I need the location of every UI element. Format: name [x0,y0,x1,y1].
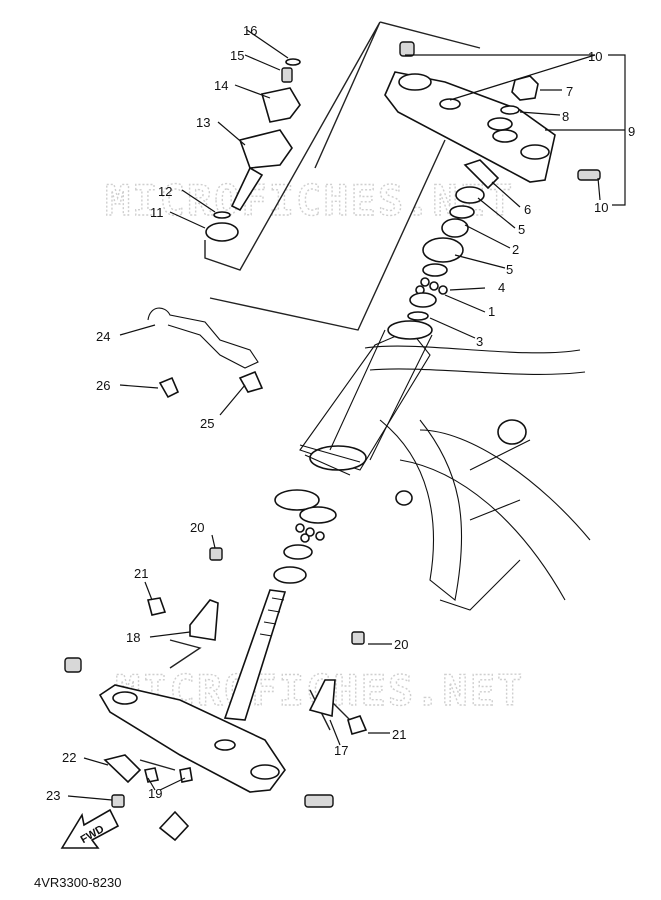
callout-16: 16 [243,23,257,38]
callout-20b: 20 [394,637,408,652]
callout-labels: 1 2 3 4 5 5 6 7 8 9 10 10 11 12 13 14 15… [46,23,635,803]
callout-4: 4 [498,280,505,295]
handlebar-holder-assembly [205,58,301,242]
steering-stem [223,489,337,721]
fwd-arrow-badge: FWD [60,808,120,849]
callout-6: 6 [524,202,531,217]
lower-group-frame [139,639,351,771]
frame-body [299,320,591,611]
callout-5a: 5 [518,222,525,237]
cable-guide-bracket [147,307,264,399]
diagram-code: 4VR3300-8230 [34,875,121,890]
lower-bracket [64,657,334,808]
callout-26: 26 [96,378,110,393]
callout-20a: 20 [190,520,204,535]
callout-8: 8 [562,109,569,124]
callout-13: 13 [196,115,210,130]
callout-24: 24 [96,329,110,344]
callout-10b: 10 [594,200,608,215]
callout-21a: 21 [134,566,148,581]
callout-2: 2 [512,242,519,257]
callout-19: 19 [148,786,162,801]
callout-22: 22 [62,750,76,765]
upper-stack-parts [399,41,601,321]
callout-9: 9 [628,124,635,139]
leader-lines [67,29,626,801]
watermark-top: MICROFICHES.NET [105,176,514,225]
callout-25: 25 [200,416,214,431]
upper-bracket [384,71,556,183]
callout-15: 15 [230,48,244,63]
callout-7: 7 [566,84,573,99]
callout-5b: 5 [506,262,513,277]
lower-fittings [103,547,368,842]
callout-12: 12 [158,184,172,199]
callout-23: 23 [46,788,60,803]
upper-group-frame [204,21,481,331]
callout-17: 17 [334,743,348,758]
callout-14: 14 [214,78,228,93]
callout-11: 11 [150,205,164,220]
callout-1: 1 [488,304,495,319]
callout-18: 18 [126,630,140,645]
callout-21b: 21 [392,727,406,742]
fwd-arrow-icon [60,808,120,849]
callout-10a: 10 [588,49,602,64]
callout-3: 3 [476,334,483,349]
